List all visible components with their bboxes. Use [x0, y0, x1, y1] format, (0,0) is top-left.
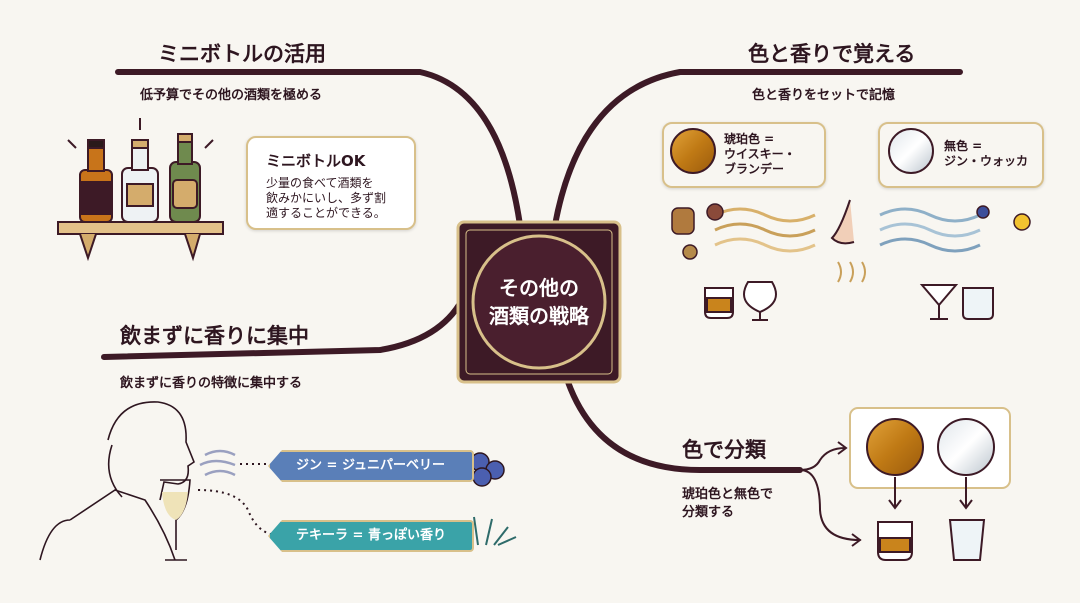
center-node [456, 220, 622, 384]
amber-card-text: 琥珀色 = ウイスキー・ ブランデー [724, 132, 796, 177]
clear-line: 無色 = [944, 139, 983, 153]
branch-title-smell-focus: 飲まずに香りに集中 [120, 324, 309, 348]
branch-subtitle-color-classify: 琥珀色と無色で 分類する [682, 486, 773, 522]
subtitle-line: 分類する [682, 505, 735, 520]
branch-lines [101, 69, 963, 541]
branch-title-mini-bottle: ミニボトルの活用 [158, 42, 326, 66]
classify-arrows [837, 441, 973, 547]
branch-subtitle-mini-bottle: 低予算でその他の酒類を極める [140, 88, 323, 103]
amber-line: 琥珀色 = [724, 132, 775, 146]
glasses-illustration [704, 281, 994, 321]
clear-swatch-large [937, 418, 995, 476]
center-title-line: その他の [499, 276, 579, 300]
center-title: その他の 酒類の戦略 [473, 274, 605, 330]
clear-card-text: 無色 = ジン・ウォッカ [944, 139, 1028, 169]
clear-swatch [888, 128, 934, 174]
mini-bottle-callout: ミニボトルOK 少量の食べて酒類を 飲みかにいし、多ず割 適することができる。 [246, 136, 416, 230]
mini-bottles-illustration [57, 118, 224, 262]
tag-tequila-green: テキーラ = 青っぽい香り [268, 520, 474, 552]
person-smelling-illustration [39, 401, 279, 561]
branch-subtitle-smell-focus: 飲まずに香りの特徴に集中する [120, 376, 303, 391]
subtitle-line: 琥珀色と無色で [682, 487, 774, 502]
clear-card: 無色 = ジン・ウォッカ [878, 122, 1044, 188]
amber-line: ブランデー [724, 162, 785, 176]
amber-swatch-large [866, 418, 924, 476]
classify-glasses [877, 519, 986, 561]
callout-line: 適することができる。 [266, 206, 386, 220]
clear-line: ジン・ウォッカ [944, 154, 1029, 168]
juniper-berries-icon [470, 452, 505, 487]
aroma-illustration [714, 199, 981, 283]
callout-title: ミニボトルOK [266, 152, 366, 170]
aroma-items [671, 203, 1031, 260]
amber-card: 琥珀色 = ウイスキー・ ブランデー [662, 122, 826, 188]
callout-body: 少量の食べて酒類を 飲みかにいし、多ず割 適することができる。 [266, 176, 386, 221]
callout-line: 少量の食べて酒類を [266, 176, 374, 190]
callout-line: 飲みかにいし、多ず割 [266, 191, 387, 205]
center-title-line: 酒類の戦略 [489, 304, 589, 328]
tag-gin-juniper: ジン = ジュニパーベリー [268, 450, 474, 482]
amber-swatch [670, 128, 716, 174]
branch-title-color-classify: 色で分類 [682, 438, 766, 462]
branch-subtitle-color-aroma: 色と香りをセットで記憶 [752, 88, 896, 103]
branch-title-color-aroma: 色と香りで覚える [748, 42, 916, 66]
amber-line: ウイスキー・ [724, 147, 796, 161]
